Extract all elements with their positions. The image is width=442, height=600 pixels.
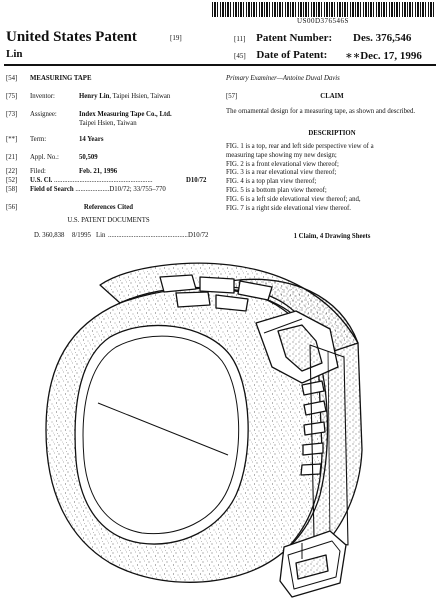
assignee-field: [73] Assignee: Index Measuring Tape Co., L… <box>6 111 172 120</box>
inventor-field: [75] Inventor: Henry Lin, Taipei Hsien, Ta… <box>6 93 170 102</box>
term-value: 14 Years <box>79 136 104 143</box>
inventor-location: , Taipei Hsien, Taiwan <box>109 93 171 100</box>
us-patent-documents: U.S. PATENT DOCUMENTS <box>67 217 150 224</box>
references-title: References Cited <box>83 204 134 211</box>
figure-line: FIG. 7 is a right side elevational view … <box>226 205 438 214</box>
figure-ref: FIG. 7 <box>226 204 244 212</box>
title-code: [19] <box>170 34 182 42</box>
field-code: [73] <box>6 111 18 118</box>
field-code: [54] <box>6 75 18 82</box>
citation-class: D10/72 <box>188 232 209 239</box>
date-code: [45] <box>234 52 246 60</box>
field-code: [52] <box>6 177 18 184</box>
figure-text: measuring tape showing my new design; <box>226 151 337 159</box>
figure-ref: FIG. 4 <box>226 178 244 186</box>
barcode-number: US00D376546S <box>297 17 349 25</box>
inventor-short-name: Lin <box>6 48 23 60</box>
figure-ref: FIG. 1 <box>226 143 244 150</box>
figure-ref: FIG. 3 <box>226 169 244 177</box>
us-class-field: [52] U.S. Cl. ...........................… <box>6 177 206 186</box>
citation-date: 8/1995 <box>72 232 91 239</box>
date-label: Date of Patent: <box>256 49 328 61</box>
figure-line: FIG. 5 is a bottom plan view thereof; <box>226 187 438 196</box>
date-of-patent: ∗∗Dec. 17, 1996 <box>345 50 422 62</box>
measuring-tape-drawing <box>45 262 363 598</box>
figure-text: is a rear elevational view thereof; <box>243 169 337 177</box>
field-code: [22] <box>6 168 18 175</box>
field-code: [58] <box>6 186 18 193</box>
filed-date: Feb. 21, 1996 <box>79 168 118 175</box>
figure-line: measuring tape showing my new design; <box>226 152 438 161</box>
figure-line: FIG. 2 is a front elevational view there… <box>226 161 438 170</box>
figure-ref: FIG. 2 <box>226 160 244 168</box>
figure-descriptions: FIG. 1 is a top, rear and left side pers… <box>226 143 438 214</box>
assignee-location: Taipei Hsien, Taiwan <box>79 120 137 127</box>
claim-text: The ornamental design for a measuring ta… <box>226 108 416 115</box>
leader-dots: ........................................… <box>108 232 188 239</box>
field-code: [56] <box>6 204 18 211</box>
field-code: [75] <box>6 93 18 100</box>
term-field: [**] Term: 14 Years <box>6 136 103 145</box>
inventor-name: Henry Lin <box>79 93 110 100</box>
field-label: Field of Search <box>30 186 74 193</box>
filed-field: [22] Filed: Feb. 21, 1996 <box>6 168 117 177</box>
field-label: Inventor: <box>30 93 55 100</box>
field-code: [**] <box>6 136 18 143</box>
field-of-search: [58] Field of Search ....................… <box>6 186 166 195</box>
field-label: Filed: <box>30 168 46 175</box>
patent-number-code: [11] <box>234 35 246 43</box>
patent-number: Des. 376,546 <box>353 32 412 44</box>
appl-field: [21] Appl. No.: 50,509 <box>6 154 98 163</box>
header-rule <box>4 64 436 66</box>
claim-heading: CLAIM <box>320 93 344 100</box>
figure-text: is a front elevational view thereof; <box>243 160 339 168</box>
figure-line: FIG. 4 is a top plan view thereof; <box>226 178 438 187</box>
invention-title: MEASURING TAPE <box>30 75 92 82</box>
patent-number-line: [11] Patent Number: Des. 376,546 <box>234 32 411 44</box>
citation-name: Lin <box>96 232 106 239</box>
field-label: Assignee: <box>30 111 57 118</box>
figure-text: is a top, rear and left side perspective… <box>243 143 374 150</box>
figure-line: FIG. 6 is a left side elevational view t… <box>226 196 438 205</box>
references-heading: [56] References Cited <box>6 204 211 213</box>
leader-dots: .................... <box>73 186 110 193</box>
field-code: [21] <box>6 154 18 161</box>
date-of-patent-line: [45] Date of Patent: ∗∗Dec. 17, 1996 <box>234 49 422 62</box>
field-label: Appl. No.: <box>30 154 59 161</box>
field-label: U.S. Cl. <box>30 177 53 184</box>
description-heading: DESCRIPTION <box>308 130 356 137</box>
figure-text: is a top plan view thereof; <box>243 178 317 186</box>
appl-number: 50,509 <box>79 154 98 161</box>
primary-examiner: Primary Examiner—Antoine Duval Davis <box>226 75 340 84</box>
figure-text: is a right side elevational view thereof… <box>243 204 351 212</box>
examiner-name: —Antoine Duval Davis <box>276 75 340 82</box>
field-label: Term: <box>30 136 47 143</box>
citation-number: D. 360,838 <box>34 232 65 239</box>
examiner-label: Primary Examiner <box>226 75 277 82</box>
figure-line: FIG. 1 is a top, rear and left side pers… <box>226 143 438 152</box>
barcode-graphic <box>212 2 434 17</box>
figure-text: is a bottom plan view thereof; <box>243 187 327 195</box>
figure-text: is a left side elevational view thereof;… <box>243 195 361 203</box>
figure-ref: FIG. 6 <box>226 195 244 203</box>
search-value: D10/72; 33/755–770 <box>109 186 166 193</box>
leader-dots: ........................................… <box>52 177 153 184</box>
patent-number-label: Patent Number: <box>256 32 333 44</box>
claims-sheets-count: 1 Claim, 4 Drawing Sheets <box>293 233 371 240</box>
claim-code: [57] <box>226 93 238 100</box>
us-class-value: D10/72 <box>186 177 207 184</box>
assignee-name: Index Measuring Tape Co., Ltd. <box>79 111 172 118</box>
figure-line: FIG. 3 is a rear elevational view thereo… <box>226 169 438 178</box>
citation-row: D. 360,838 8/1995 Lin ..................… <box>34 232 216 241</box>
title-field: [54] MEASURING TAPE <box>6 75 92 84</box>
patent-office-title: United States Patent <box>6 29 137 45</box>
figure-ref: FIG. 5 <box>226 187 244 195</box>
